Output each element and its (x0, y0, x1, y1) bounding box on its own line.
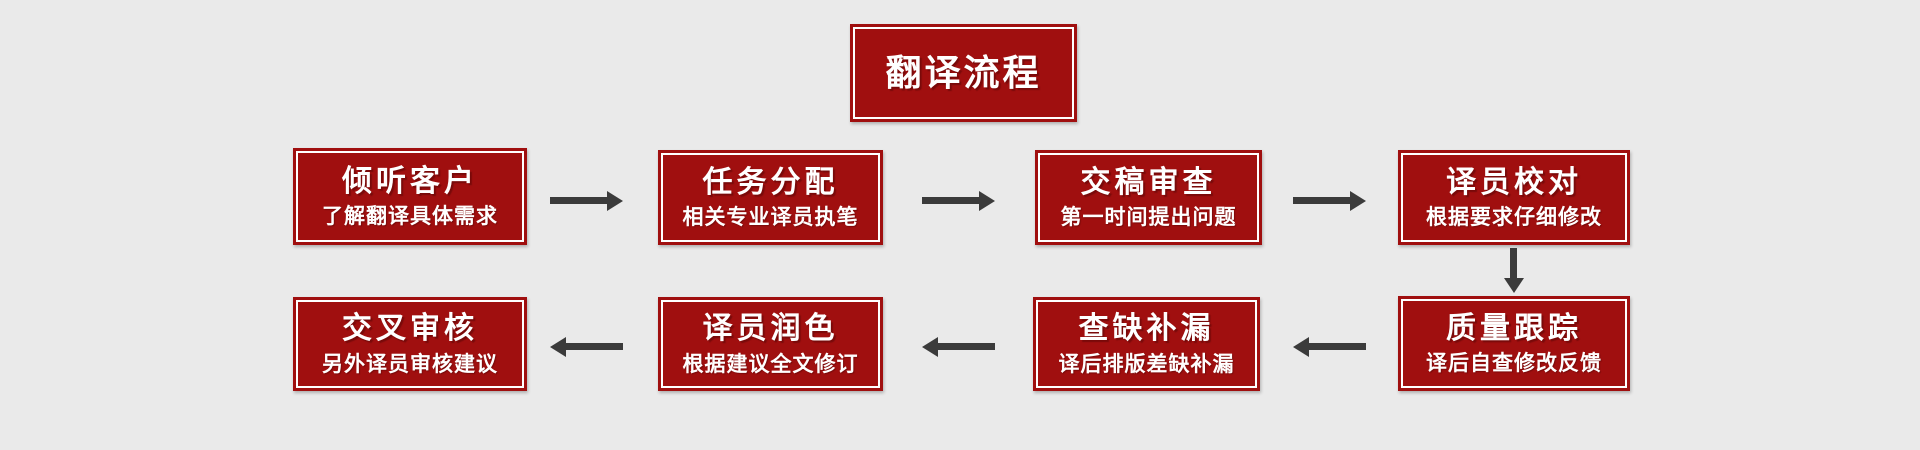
step-title: 译员校对 (1446, 165, 1582, 199)
step-title: 质量跟踪 (1446, 311, 1582, 345)
flowchart-title: 翻译流程 (885, 52, 1042, 93)
step-subtitle: 译后排版差缺补漏 (1058, 352, 1235, 376)
step-title: 交叉审核 (342, 312, 478, 346)
step-draft-review: 交稿审查 第一时间提出问题 (1035, 150, 1262, 245)
step-quality-tracking: 质量跟踪 译后自查修改反馈 (1398, 296, 1630, 391)
arrow-right-icon (1293, 197, 1350, 204)
step-subtitle: 相关专业译员执笔 (682, 206, 859, 230)
step-title: 任务分配 (702, 165, 839, 199)
step-subtitle: 根据建议全文修订 (682, 352, 859, 376)
step-title: 倾听客户 (342, 164, 478, 198)
arrow-down-icon (1510, 248, 1517, 278)
step-title: 译员润色 (702, 312, 839, 346)
step-translator-proofreading: 译员校对 根据要求仔细修改 (1398, 150, 1630, 245)
step-subtitle: 译后自查修改反馈 (1426, 352, 1602, 376)
step-listen-customers: 倾听客户 了解翻译具体需求 (293, 148, 527, 245)
arrow-left-icon (566, 343, 623, 350)
step-subtitle: 根据要求仔细修改 (1426, 206, 1602, 230)
arrow-right-icon (922, 197, 979, 204)
step-subtitle: 第一时间提出问题 (1060, 206, 1237, 230)
arrow-left-icon (1309, 343, 1366, 350)
step-cross-review: 交叉审核 另外译员审核建议 (293, 297, 527, 391)
step-subtitle: 了解翻译具体需求 (322, 205, 498, 229)
step-check-fill-gaps: 查缺补漏 译后排版差缺补漏 (1033, 297, 1260, 391)
arrow-right-icon (550, 197, 607, 204)
step-subtitle: 另外译员审核建议 (322, 352, 498, 376)
arrow-left-icon (938, 343, 995, 350)
step-title: 交稿审查 (1080, 165, 1217, 199)
step-task-assignment: 任务分配 相关专业译员执笔 (658, 150, 883, 245)
step-title: 查缺补漏 (1078, 312, 1215, 346)
step-translator-polishing: 译员润色 根据建议全文修订 (658, 297, 883, 391)
flowchart-title-box: 翻译流程 (850, 24, 1077, 122)
